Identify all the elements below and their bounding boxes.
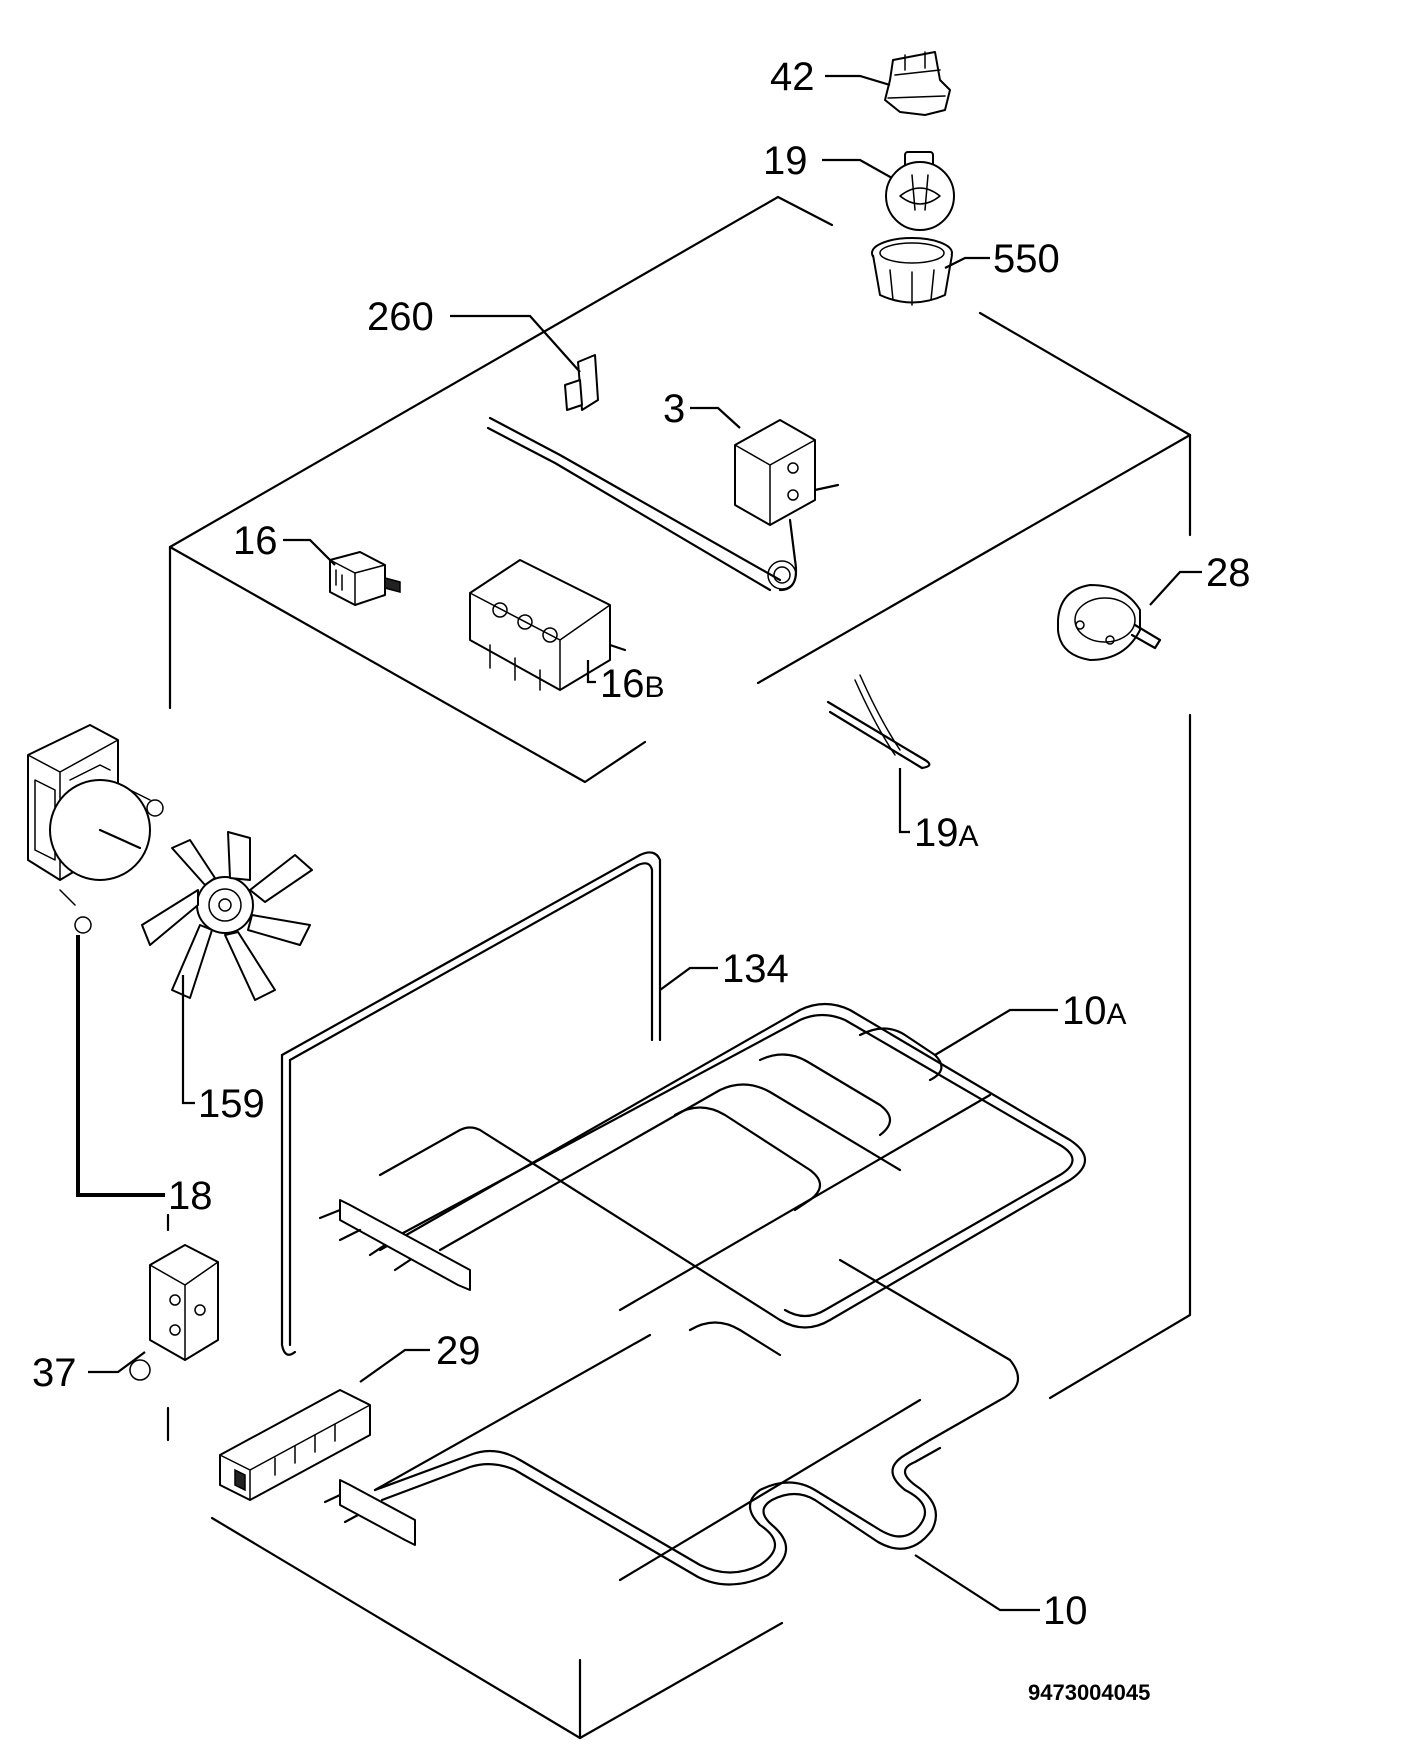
fan-motor-part-18 xyxy=(27,724,164,934)
callout-134: 134 xyxy=(722,947,789,991)
clip-part-260 xyxy=(564,354,599,411)
selector-switch-part-16b xyxy=(469,559,627,691)
oven-cabinet-outline xyxy=(166,195,1192,1740)
callout-19a-number: 19 xyxy=(914,811,959,855)
lamp-cover-part-550 xyxy=(871,237,953,306)
callout-3: 3 xyxy=(663,387,685,431)
callout-29: 29 xyxy=(436,1329,481,1373)
callout-16b-number: 16 xyxy=(600,662,645,706)
switch-part-16 xyxy=(329,551,401,606)
leader-lines xyxy=(76,74,1202,1612)
bracket-part-37 xyxy=(129,1244,219,1381)
callout-37: 37 xyxy=(32,1351,77,1395)
callout-16b: 16B xyxy=(600,662,665,706)
callout-16: 16 xyxy=(233,519,278,563)
callout-260: 260 xyxy=(367,295,434,339)
heating-element-part-10 xyxy=(323,1258,1020,1586)
callout-19: 19 xyxy=(763,139,808,183)
sensor-probe-part-19a xyxy=(826,674,931,770)
callout-550: 550 xyxy=(993,237,1060,281)
limiter-part-28 xyxy=(1057,584,1162,661)
callout-10a-suffix: A xyxy=(1107,998,1127,1031)
callout-19a-suffix: A xyxy=(959,820,979,853)
callout-19a: 19A xyxy=(914,811,979,855)
thermostat-part-3 xyxy=(486,416,840,592)
callout-10a: 10A xyxy=(1062,989,1127,1033)
fan-blade-part-159 xyxy=(141,831,313,1001)
grill-element-part-10a xyxy=(318,1002,1087,1357)
panel-part-134 xyxy=(280,851,662,1356)
callout-42: 42 xyxy=(770,55,815,99)
callout-16b-suffix: B xyxy=(645,671,665,704)
lamp-holder-cap-part-42 xyxy=(884,51,951,116)
callout-10a-number: 10 xyxy=(1062,989,1107,1033)
callout-10: 10 xyxy=(1043,1589,1088,1633)
callout-labels: 42 19 550 260 3 16 16B 28 19A 134 10A 15… xyxy=(32,55,1251,1633)
callout-159: 159 xyxy=(198,1082,265,1126)
lamp-bulb-part-19 xyxy=(885,151,955,231)
terminal-block-part-29 xyxy=(219,1389,371,1501)
callout-28: 28 xyxy=(1206,551,1251,595)
document-number: 9473004045 xyxy=(1028,1680,1150,1705)
callout-18: 18 xyxy=(168,1174,213,1218)
